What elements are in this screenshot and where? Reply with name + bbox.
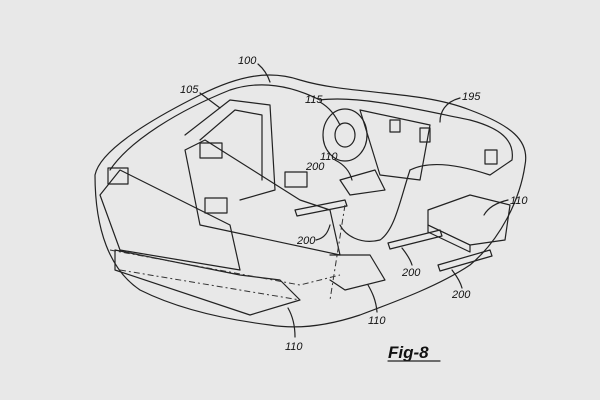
dashboard xyxy=(319,98,513,242)
label-seat-second-row: 110 xyxy=(368,315,386,327)
rails xyxy=(109,199,493,301)
label-seat-front-driver: 110 xyxy=(320,151,338,163)
vehicle-outline xyxy=(94,74,527,328)
leader-lines xyxy=(199,63,509,338)
label-rail-passenger-1: 200 xyxy=(401,267,421,279)
label-rail-mid: 200 xyxy=(296,235,316,247)
label-vehicle: 100 xyxy=(238,55,257,67)
label-seat-third-row: 110 xyxy=(285,341,303,353)
label-rail-front: 200 xyxy=(305,161,325,173)
seats xyxy=(99,139,511,316)
reference-labels: 100 105 115 195 200 110 110 200 200 200 … xyxy=(180,55,528,362)
label-steering-wheel: 115 xyxy=(305,94,323,106)
label-door: 105 xyxy=(180,84,199,96)
label-rail-passenger-2: 200 xyxy=(451,289,471,301)
label-seat-front-passenger: 110 xyxy=(510,195,528,207)
figure-title: Fig-8 xyxy=(388,343,429,362)
label-dashboard: 195 xyxy=(462,91,481,103)
